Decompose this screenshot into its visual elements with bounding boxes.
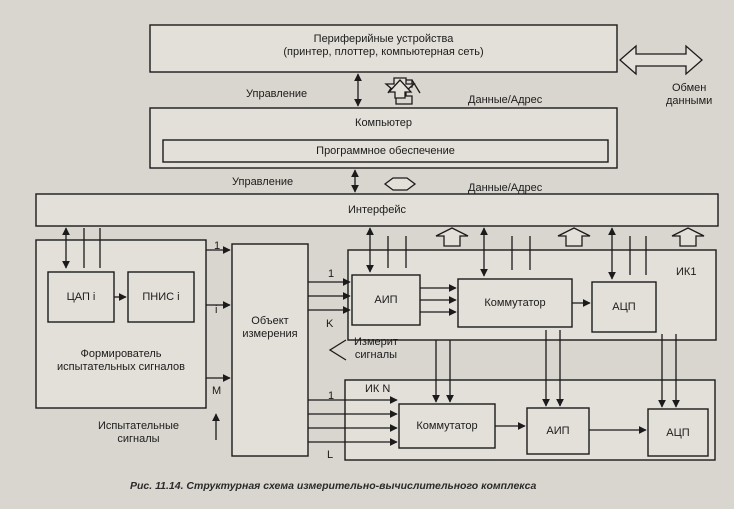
idx-i-left: i — [215, 304, 218, 316]
commutator-bottom-box — [398, 403, 496, 449]
control-top-label: Управление — [246, 88, 308, 100]
peripherals-line2: (принтер, плоттер, компьютерная сеть) — [283, 46, 484, 58]
adc-top-label: АЦП — [612, 301, 636, 313]
measured-signals-line2: сигналы — [354, 349, 398, 361]
dac-box — [47, 271, 115, 323]
ik-bottom-label: ИК N — [365, 383, 391, 395]
idx-L: L — [327, 449, 334, 461]
pnis-box — [127, 271, 195, 323]
object-line2: измерения — [242, 328, 298, 340]
idx-1-bottom: 1 — [328, 390, 335, 402]
adc-top-box — [591, 281, 657, 333]
exchange-label: Обмен данными — [666, 82, 712, 108]
ik-top-label: ИК1 — [676, 266, 697, 278]
test-signals-line1: Испытательные — [98, 420, 179, 432]
idx-1-top: 1 — [328, 268, 335, 280]
pnis-label: ПНИС i — [142, 291, 180, 303]
figure-caption: Рис. 11.14. Структурная схема измеритель… — [130, 480, 537, 492]
object-box — [231, 243, 309, 457]
object-label: Объект измерения — [232, 315, 308, 341]
exchange-line1: Обмен — [671, 82, 707, 94]
generator-line1: Формирователь — [80, 348, 162, 360]
aip-bottom-label: АИП — [546, 425, 570, 437]
commutator-top-label: Коммутатор — [484, 297, 546, 309]
measured-signals-line1: Измерит — [354, 336, 398, 348]
idx-1-left: 1 — [214, 240, 221, 252]
interface-box — [35, 193, 719, 227]
computer-label: Компьютер — [355, 117, 412, 129]
test-signals-label: Испытательные сигналы — [98, 420, 179, 446]
adc-bottom-box — [647, 408, 709, 457]
software-label: Программное обеспечение — [316, 145, 455, 157]
generator-line2: испытательных сигналов — [56, 361, 185, 373]
aip-top-box — [351, 274, 421, 326]
data-top-label: Данные/Адрес — [468, 94, 543, 106]
dac-label: ЦАП i — [66, 291, 96, 303]
data-mid-label: Данные/Адрес — [468, 182, 543, 194]
generator-label: Формирователь испытательных сигналов — [36, 348, 206, 374]
adc-bottom-label: АЦП — [666, 427, 690, 439]
test-signals-line2: сигналы — [117, 433, 160, 445]
idx-K: K — [326, 318, 334, 330]
commutator-bottom-label: Коммутатор — [416, 420, 478, 432]
idx-M: M — [212, 385, 222, 397]
interface-label: Интерфейс — [348, 204, 406, 216]
exchange-line2: данными — [666, 95, 713, 107]
commutator-top-box — [457, 278, 573, 328]
peripherals-box — [149, 24, 618, 73]
measured-signals-label: Измерит сигналы — [354, 336, 398, 362]
generator-box — [35, 239, 207, 409]
object-line1: Объект — [251, 315, 289, 327]
peripherals-line1: Периферийные устройства — [313, 33, 454, 45]
peripherals-label: Периферийные устройства (принтер, плотте… — [150, 33, 617, 59]
control-mid-label: Управление — [232, 176, 294, 188]
aip-bottom-box — [526, 407, 590, 455]
aip-top-label: АИП — [374, 294, 398, 306]
software-box — [162, 139, 609, 163]
